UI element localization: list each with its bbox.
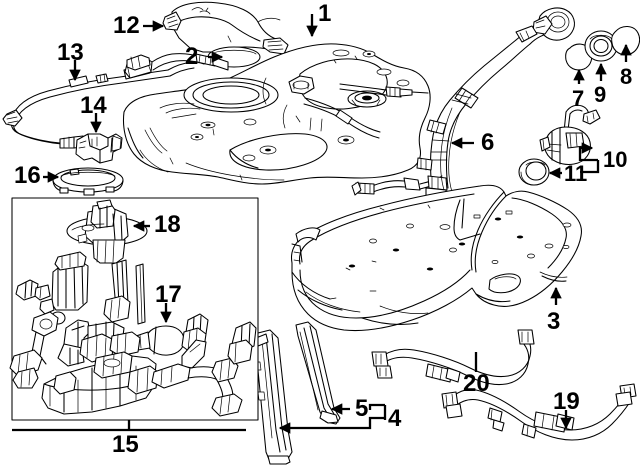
callout-1[interactable]: 1 — [318, 0, 332, 27]
callout-3[interactable]: 3 — [547, 308, 561, 335]
callout-leaders — [12, 14, 632, 434]
callout-14[interactable]: 14 — [80, 92, 107, 119]
part-1-fuel-tank — [123, 43, 443, 196]
part-13-evap-vent-hose — [2, 53, 229, 149]
callout-2[interactable]: 2 — [185, 43, 199, 70]
part-18-fuel-pump-motor — [66, 199, 148, 264]
callout-19[interactable]: 19 — [553, 388, 580, 415]
callout-8[interactable]: 8 — [620, 64, 633, 89]
callout-7[interactable]: 7 — [572, 86, 585, 111]
part-3-fuel-tank-shield — [291, 184, 582, 331]
callout-18[interactable]: 18 — [154, 211, 181, 238]
part-4-tank-protector-bracket — [253, 329, 293, 465]
callout-12[interactable]: 12 — [113, 12, 140, 39]
part-9-filler-neck-retainer — [584, 30, 618, 62]
part-19-tank-strap-rear — [441, 383, 637, 441]
part-11-fuel-pump-seal-gasket — [518, 158, 550, 186]
callout-11[interactable]: 11 — [564, 161, 588, 186]
part-15-fuel-pump-service-kit — [9, 197, 259, 421]
callout-6[interactable]: 6 — [481, 129, 495, 156]
part-14-vent-valve-bracket — [75, 133, 123, 164]
callout-9[interactable]: 9 — [594, 82, 607, 107]
part-6-fuel-filler-pipe — [416, 7, 575, 216]
callout-4[interactable]: 4 — [388, 405, 402, 432]
part-10-fuel-pump-sender-assembly — [539, 104, 601, 165]
part-16-fuel-pump-lock-ring — [52, 167, 124, 196]
callout-16[interactable]: 16 — [14, 162, 41, 189]
callout-5[interactable]: 5 — [355, 395, 369, 422]
callout-20[interactable]: 20 — [463, 370, 490, 397]
callout-10[interactable]: 10 — [603, 147, 628, 172]
callout-17[interactable]: 17 — [155, 281, 182, 308]
callout-13[interactable]: 13 — [57, 39, 84, 66]
part-12-tank-heat-shield — [162, 1, 289, 55]
callout-15[interactable]: 15 — [112, 431, 139, 458]
part-20-tank-strap-front — [371, 329, 535, 386]
